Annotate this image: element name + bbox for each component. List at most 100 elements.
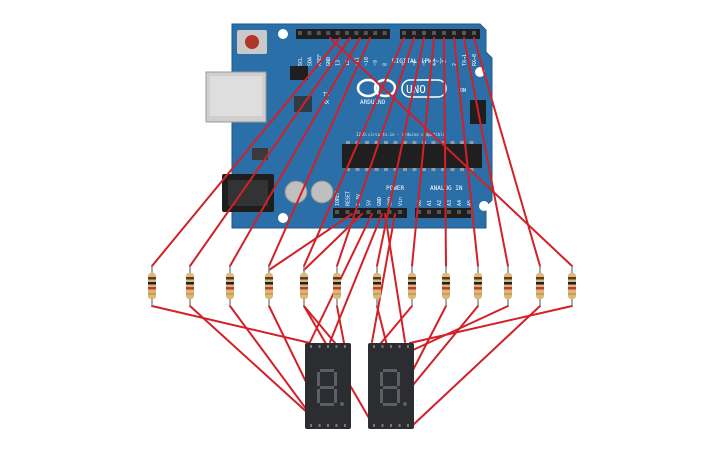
digital-label: DIGITAL (PWM~) <box>392 58 443 65</box>
analog-header <box>415 208 471 218</box>
capacitor <box>284 180 308 204</box>
wire <box>151 37 341 267</box>
voltage-regulator <box>252 148 268 160</box>
segment <box>317 389 320 403</box>
power-label: POWER <box>386 185 404 192</box>
resistor[interactable] <box>474 266 482 306</box>
pin-label: 13 <box>336 60 342 66</box>
wire <box>463 37 509 267</box>
arduino-logo: ARDUINO UNO <box>356 78 447 106</box>
wire <box>453 37 479 267</box>
resistors <box>148 266 576 306</box>
wire <box>376 37 425 267</box>
resistor[interactable] <box>408 266 416 306</box>
pin-label: A2 <box>437 200 443 206</box>
wire <box>380 305 413 344</box>
pin-label: ~10 <box>364 57 370 66</box>
segment <box>334 389 337 403</box>
wire <box>412 305 509 351</box>
resistor[interactable] <box>442 266 450 306</box>
segment <box>380 389 383 403</box>
analog-label: ANALOG IN <box>430 185 463 192</box>
logo-model: UNO <box>406 83 426 96</box>
wire <box>303 37 405 267</box>
wire <box>329 37 573 267</box>
segment <box>320 386 334 389</box>
rx-label: RX <box>323 100 329 106</box>
reset-button[interactable] <box>245 35 259 49</box>
usb-connector-face <box>210 76 262 116</box>
capacitor <box>310 180 334 204</box>
pin-label: A3 <box>447 200 453 206</box>
microcontroller-chip <box>342 144 482 168</box>
resistor[interactable] <box>226 266 234 306</box>
pin-label: A5 <box>467 200 473 206</box>
pin-label: ~9 <box>373 60 379 66</box>
resistor[interactable] <box>186 266 194 306</box>
pin-label: 5V <box>367 200 373 206</box>
pin-label: SCL <box>298 57 304 66</box>
decimal-point <box>403 402 407 406</box>
wire <box>443 37 447 267</box>
pin-label: TX→1 <box>462 54 468 66</box>
resistor[interactable] <box>536 266 544 306</box>
wire <box>303 305 336 344</box>
wire <box>371 213 396 343</box>
pin-label: RX←0 <box>472 54 478 66</box>
resistor[interactable] <box>373 266 381 306</box>
segment <box>383 369 397 372</box>
resistor[interactable] <box>148 266 156 306</box>
segment <box>380 372 383 386</box>
wire <box>336 305 345 344</box>
chip-pins <box>346 141 474 171</box>
mounting-hole <box>278 213 288 223</box>
wire <box>409 305 573 344</box>
header-top-right <box>400 29 480 39</box>
pin-label: ~6 <box>412 60 418 66</box>
resistor[interactable] <box>265 266 273 306</box>
resistor[interactable] <box>300 266 308 306</box>
wire <box>336 37 415 267</box>
segment <box>320 369 334 372</box>
mounting-hole <box>479 201 489 211</box>
tx-label: TX <box>323 92 329 98</box>
pin-label: SDA <box>307 57 313 66</box>
wire <box>412 305 541 426</box>
resistor[interactable] <box>333 266 341 306</box>
segment <box>383 386 397 389</box>
segment <box>397 389 400 403</box>
seven-segment-display[interactable] <box>368 343 414 429</box>
pin-label: 2 <box>452 63 458 66</box>
seven-segment-display[interactable] <box>305 343 351 429</box>
wire <box>473 37 541 267</box>
pin-label: 4 <box>432 63 438 66</box>
icsp-header-small <box>290 66 308 80</box>
pin-label: AREF <box>317 54 323 66</box>
wire <box>189 305 311 416</box>
wire <box>189 37 351 267</box>
wires <box>151 37 573 426</box>
wire <box>384 213 406 343</box>
wire <box>229 37 361 267</box>
pin-label: GND <box>377 197 383 206</box>
on-label: ON <box>460 88 466 94</box>
pin-label: A0 <box>417 200 423 206</box>
logo-brand: ARDUINO <box>360 99 386 106</box>
pin-label: 8 <box>383 63 389 66</box>
pin-label: GND <box>326 57 332 66</box>
segment <box>397 372 400 386</box>
resistor[interactable] <box>504 266 512 306</box>
wire <box>268 37 371 267</box>
wire <box>329 213 383 343</box>
header-top-left <box>296 29 390 39</box>
board-tagline: 123D.circuits.io - arduino compatible <box>356 132 446 137</box>
pin-label: A4 <box>457 200 463 206</box>
resistor[interactable] <box>568 266 576 306</box>
pin-label: ~11 <box>354 57 360 66</box>
pin-label: 12 <box>345 60 351 66</box>
wire <box>151 305 311 344</box>
segment <box>317 372 320 386</box>
